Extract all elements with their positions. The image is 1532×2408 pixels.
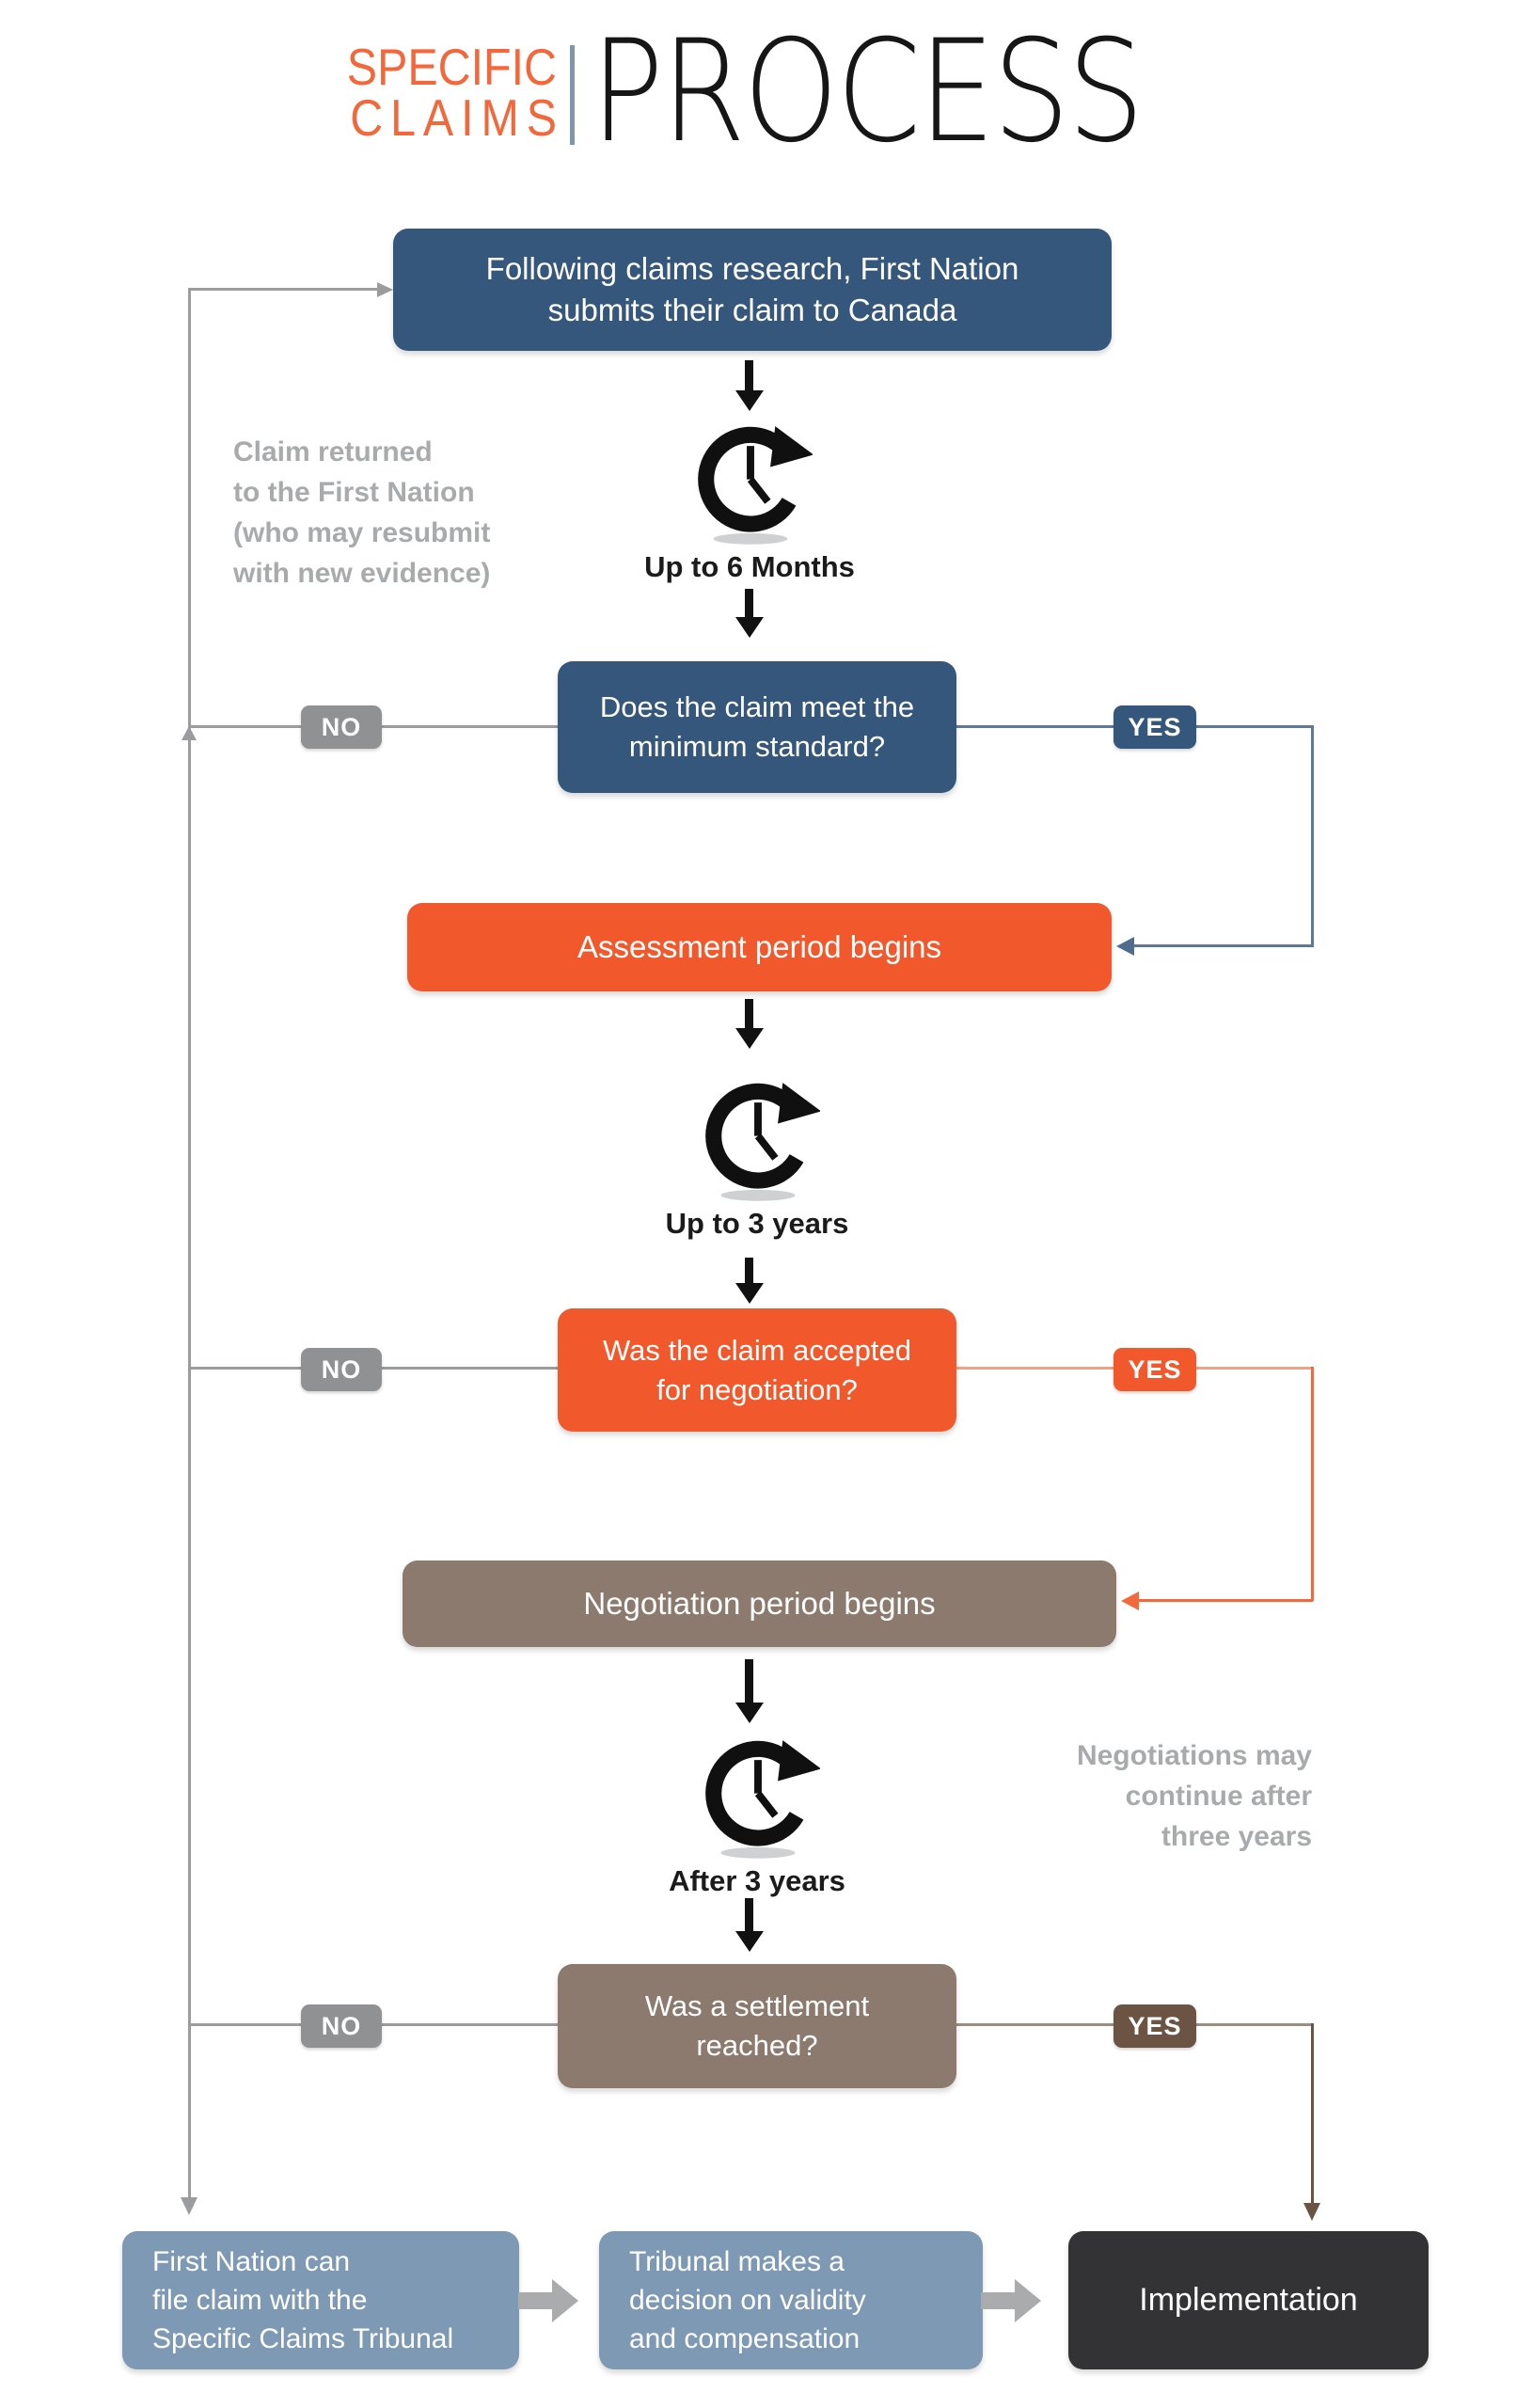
badge-yes-decision2: YES bbox=[1113, 1348, 1196, 1391]
block-arrow-right-icon bbox=[518, 2279, 578, 2322]
block-arrow-right-icon bbox=[981, 2279, 1041, 2322]
negotiations-continue-note: Negotiations may continue after three ye… bbox=[1076, 1740, 1312, 1852]
node-tribunal-file-claim: First Nation can file claim with the Spe… bbox=[122, 2231, 519, 2369]
timer3-label: After 3 years bbox=[669, 1864, 845, 1897]
badge-yes-decision1: YES bbox=[1113, 705, 1196, 749]
badge-no-decision2: NO bbox=[301, 1348, 382, 1391]
arrowhead-into-assessment-icon bbox=[1116, 937, 1134, 956]
clock-timer-icon bbox=[698, 426, 813, 545]
yes2-entry-line bbox=[1138, 1599, 1313, 1602]
clock-timer-icon bbox=[705, 1740, 820, 1859]
node-decision-settlement-reached: Was a settlement reached? bbox=[558, 1964, 956, 2088]
node-implementation: Implementation bbox=[1068, 2231, 1429, 2369]
badge-yes-decision3: YES bbox=[1113, 2004, 1196, 2048]
badge-no-decision3: NO bbox=[301, 2004, 382, 2048]
timer2-label: Up to 3 years bbox=[665, 1207, 849, 1240]
arrowhead-into-tribunal-icon bbox=[181, 2197, 197, 2215]
node-decision-accepted-negotiation: Was the claim accepted for negotiation? bbox=[558, 1308, 956, 1432]
node-assessment-period: Assessment period begins bbox=[407, 903, 1112, 991]
yes1-rail-line bbox=[1311, 725, 1314, 947]
title-specific: SPECIFIC bbox=[346, 38, 557, 96]
node-decision-minimum-standard: Does the claim meet the minimum standard… bbox=[558, 661, 956, 793]
yes3-rail-line bbox=[1311, 2023, 1314, 2203]
timer1-label: Up to 6 Months bbox=[644, 550, 855, 583]
flow-arrow-start-to-timer1-icon bbox=[735, 360, 764, 411]
badge-no-decision1: NO bbox=[301, 705, 382, 749]
flow-arrow-assessment-to-timer2-icon bbox=[735, 999, 764, 1049]
title-specific-claims: SPECIFIC CLAIMS bbox=[315, 38, 557, 144]
title-process: PROCESS bbox=[591, 10, 1145, 174]
node-negotiation-period: Negotiation period begins bbox=[403, 1560, 1116, 1647]
clock-timer-icon bbox=[705, 1083, 820, 1201]
yes1-entry-line bbox=[1133, 944, 1313, 947]
no-rail-line bbox=[188, 288, 191, 2197]
no-return-top-line bbox=[188, 288, 387, 291]
node-start: Following claims research, First Nation … bbox=[393, 229, 1112, 351]
title-divider bbox=[570, 45, 575, 145]
title-claims: CLAIMS bbox=[350, 88, 564, 147]
arrowhead-into-negotiation-icon bbox=[1121, 1592, 1139, 1610]
claim-returned-note: Claim returned to the First Nation (who … bbox=[233, 436, 491, 589]
flow-arrow-timer1-to-decision1-icon bbox=[735, 589, 764, 638]
flow-arrow-timer2-to-decision2-icon bbox=[735, 1258, 764, 1304]
flow-arrow-negotiation-to-timer3-icon bbox=[735, 1659, 764, 1723]
node-tribunal-decision: Tribunal makes a decision on validity an… bbox=[599, 2231, 983, 2369]
arrowhead-up-rail-icon bbox=[182, 726, 197, 740]
arrowhead-into-implementation-icon bbox=[1303, 2203, 1320, 2221]
arrowhead-into-start-icon bbox=[377, 282, 393, 297]
flow-arrow-timer3-to-decision3-icon bbox=[735, 1898, 764, 1952]
yes2-rail-line bbox=[1311, 1367, 1314, 1601]
